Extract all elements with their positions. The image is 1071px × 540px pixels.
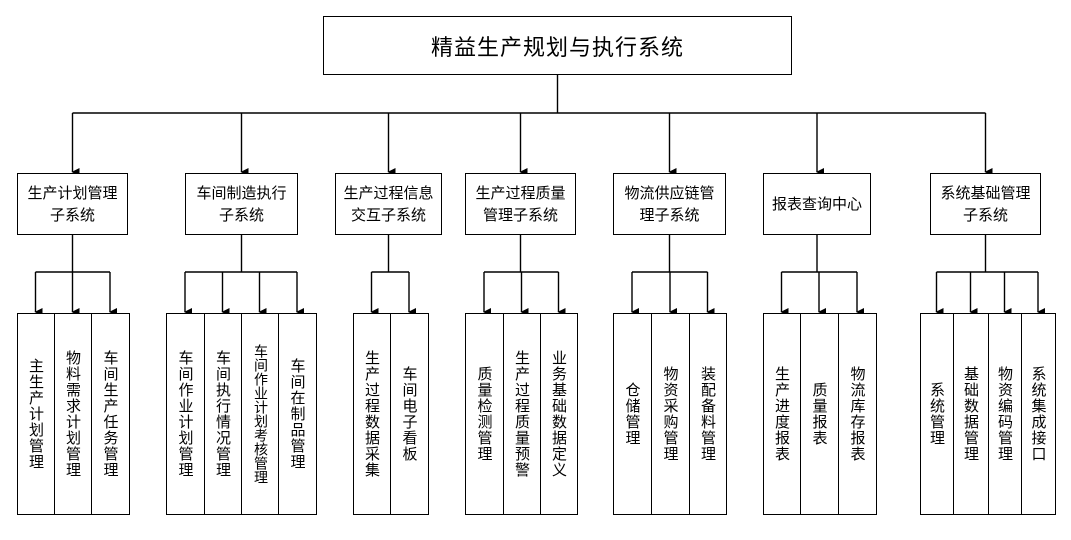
module-label: 系统基础管理 子系统: [940, 184, 1031, 224]
module-label: 报表查询中心: [771, 195, 862, 213]
submodule-label: 物流库存报表: [848, 366, 867, 462]
submodule-box: 系统集成接口: [1021, 313, 1056, 515]
submodule-label: 车间执行情况管理: [214, 350, 232, 478]
submodule-label: 质量报表: [810, 382, 829, 446]
module-box-7: 系统基础管理 子系统: [930, 173, 1041, 235]
submodule-box: 车间作业计划管理: [166, 313, 205, 515]
submodule-box: 车间电子看板: [390, 313, 429, 515]
system-title-box: 精益生产规划与执行系统: [323, 16, 792, 75]
submodule-label: 车间作业计划管理: [176, 350, 195, 478]
submodule-label: 基础数据管理: [962, 366, 980, 462]
submodule-label: 车间生产任务管理: [101, 350, 120, 478]
module-label: 生产过程质量 管理子系统: [475, 184, 566, 224]
submodule-label: 质量检测管理: [475, 366, 494, 462]
module-box-1: 生产计划管理 子系统: [17, 173, 128, 235]
submodule-box: 车间生产任务管理: [91, 313, 130, 515]
submodule-box: 生产过程质量预警: [503, 313, 541, 515]
submodule-box: 生产进度报表: [763, 313, 801, 515]
submodule-label: 物资编码管理: [996, 366, 1014, 462]
submodule-box: 车间执行情况管理: [204, 313, 242, 515]
module-label: 车间制造执行 子系统: [196, 184, 287, 224]
system-title: 精益生产规划与执行系统: [430, 35, 684, 61]
submodule-box: 质量报表: [800, 313, 839, 515]
submodule-box: 车间在制品管理: [278, 313, 317, 515]
submodule-box: 业务基础数据定义: [540, 313, 578, 515]
module-box-2: 车间制造执行 子系统: [185, 173, 298, 235]
submodule-label: 生产进度报表: [773, 366, 791, 462]
submodule-label: 系统管理: [928, 382, 946, 446]
submodule-label: 系统集成接口: [1029, 366, 1048, 462]
submodule-box: 质量检测管理: [465, 313, 504, 515]
submodule-box: 系统管理: [920, 313, 954, 515]
submodule-box: 仓储管理: [613, 313, 652, 515]
submodule-label: 仓储管理: [623, 382, 642, 446]
submodule-label: 生产过程数据采集: [363, 350, 381, 478]
submodule-box: 物资采购管理: [651, 313, 690, 515]
submodule-label: 装配备料管理: [699, 366, 717, 462]
submodule-label: 生产过程质量预警: [513, 350, 531, 478]
submodule-box: 基础数据管理: [953, 313, 989, 515]
submodule-label: 物料需求计划管理: [64, 350, 82, 478]
module-box-5: 物流供应链管 理子系统: [613, 173, 726, 235]
submodule-label: 主生产计划管理: [27, 358, 45, 470]
submodule-box: 生产过程数据采集: [353, 313, 391, 515]
submodule-label: 车间电子看板: [400, 366, 419, 462]
submodule-label: 车间在制品管理: [288, 358, 307, 470]
module-box-4: 生产过程质量 管理子系统: [465, 173, 576, 235]
submodule-box: 车间作业计划考核管理: [241, 313, 279, 515]
module-label: 物流供应链管 理子系统: [624, 184, 715, 224]
submodule-box: 物料需求计划管理: [54, 313, 92, 515]
module-box-6: 报表查询中心: [763, 173, 871, 235]
module-label: 生产计划管理 子系统: [27, 184, 118, 224]
submodule-label: 业务基础数据定义: [550, 350, 568, 478]
module-box-3: 生产过程信息 交互子系统: [335, 173, 442, 235]
submodule-label: 车间作业计划考核管理: [252, 344, 268, 484]
submodule-box: 装配备料管理: [689, 313, 727, 515]
submodule-label: 物资采购管理: [661, 366, 680, 462]
submodule-box: 物流库存报表: [838, 313, 877, 515]
module-label: 生产过程信息 交互子系统: [343, 184, 434, 224]
submodule-box: 物资编码管理: [988, 313, 1022, 515]
submodule-box: 主生产计划管理: [17, 313, 55, 515]
